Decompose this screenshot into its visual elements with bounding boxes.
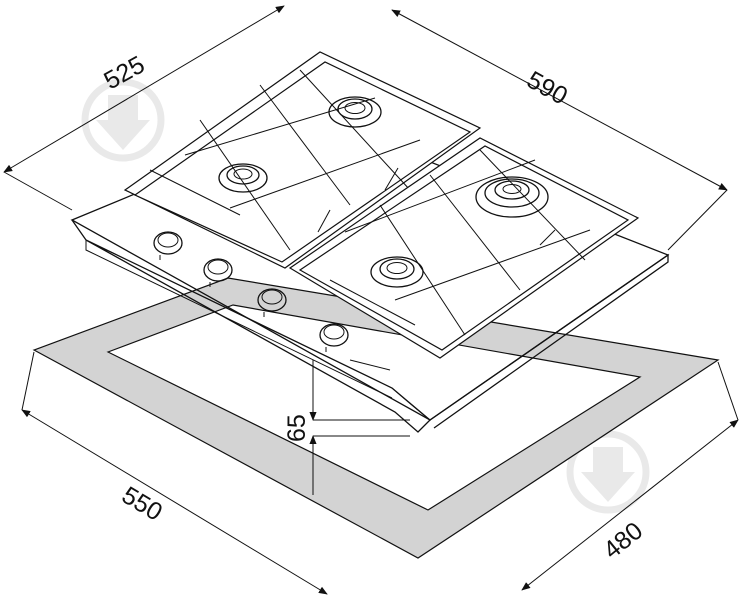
burner-medium-front [370,256,424,288]
dim-label-65: 65 [283,414,311,442]
control-knob [257,288,287,317]
dim-label-590: 590 [522,66,572,111]
control-knob [203,258,233,287]
burner-medium-rear [328,96,382,128]
drop-arrow-watermark-icon [81,78,165,162]
dim-label-550: 550 [117,481,167,526]
control-knob [153,231,183,260]
control-knob [319,323,349,352]
